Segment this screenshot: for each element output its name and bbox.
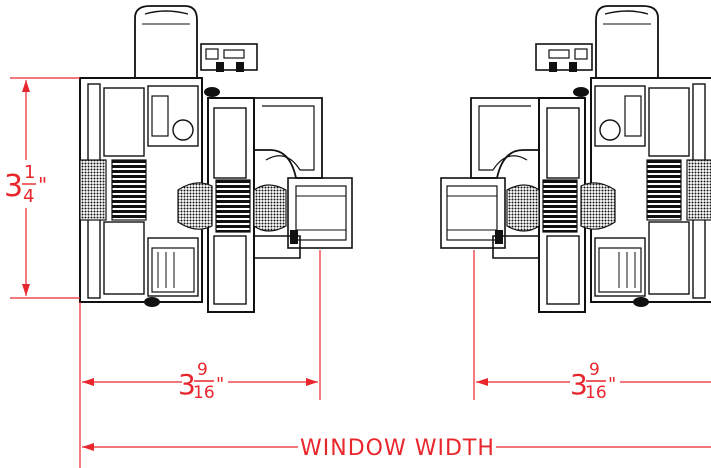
right-width-denominator: 16	[585, 383, 607, 403]
right-width-whole: 3	[570, 368, 588, 401]
left-width-whole: 3	[178, 368, 196, 401]
right-width-dimension: 3 9 16 "	[473, 250, 711, 403]
right-width-unit: "	[608, 374, 616, 395]
left-width-unit: "	[216, 374, 224, 395]
height-unit: "	[38, 173, 47, 197]
height-dimension: 3 1 4 "	[4, 77, 80, 299]
height-numerator: 1	[24, 162, 35, 183]
height-denominator: 4	[23, 186, 34, 207]
height-whole: 3	[4, 169, 23, 204]
left-width-denominator: 16	[193, 383, 215, 403]
left-width-dimension: 3 9 16 "	[79, 250, 321, 468]
window-width-label: WINDOW WIDTH	[300, 436, 495, 461]
left-frame-section	[79, 5, 353, 313]
right-width-numerator: 9	[589, 360, 600, 380]
right-frame-section	[440, 5, 711, 313]
window-width-dimension: WINDOW WIDTH	[82, 436, 711, 461]
left-width-numerator: 9	[197, 360, 208, 380]
